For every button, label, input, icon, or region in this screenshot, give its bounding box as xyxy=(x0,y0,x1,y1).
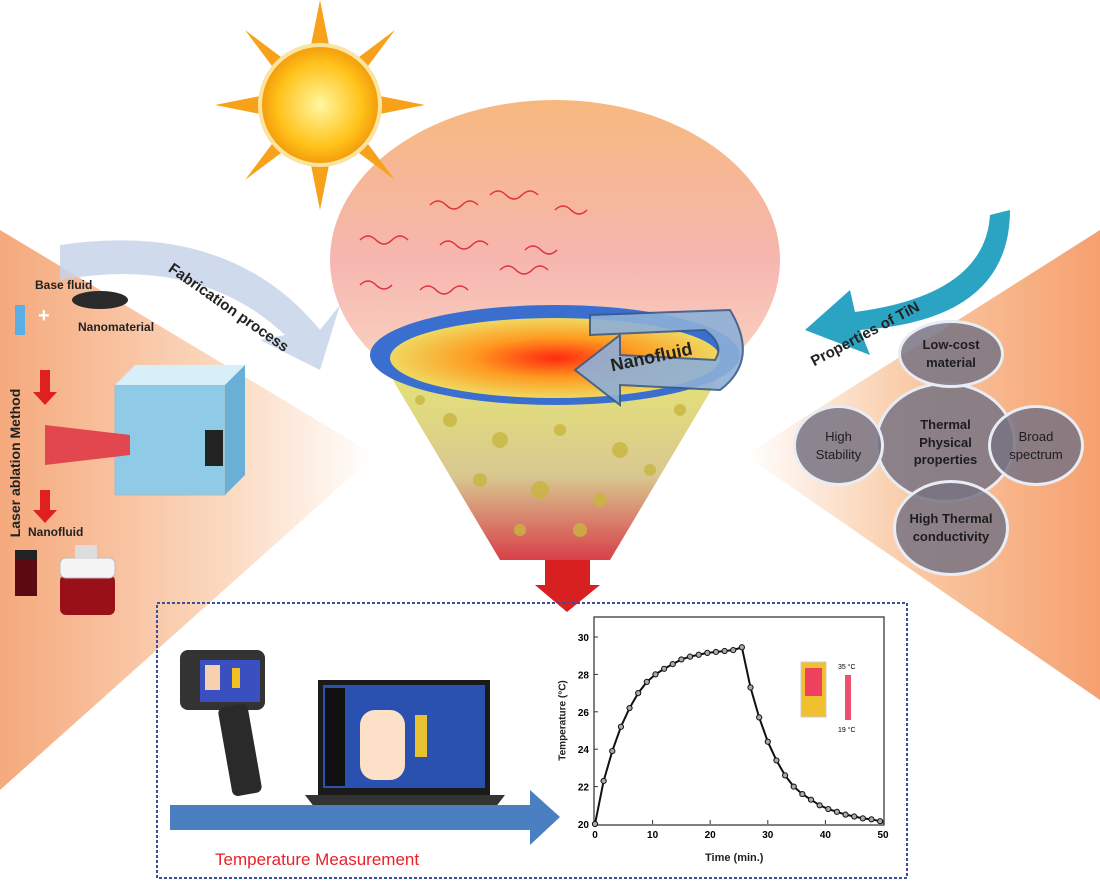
laser-ablation-label: Laser ablation Method xyxy=(7,388,23,538)
data-point xyxy=(790,783,797,790)
data-point xyxy=(704,649,711,656)
chart: 0 10 20 30 40 50 20 22 24 26 28 30 xyxy=(578,616,889,841)
data-point xyxy=(868,816,875,823)
temperature-measurement-label: Temperature Measurement xyxy=(215,850,420,869)
data-point xyxy=(609,747,616,755)
data-point xyxy=(600,777,607,785)
inset-max-label: 35 °C xyxy=(838,664,856,671)
data-point xyxy=(617,723,625,730)
x-tick-label: 30 xyxy=(762,830,774,841)
down-arrow-icon xyxy=(535,560,600,612)
inset-hotspot xyxy=(805,668,822,696)
bubble-high-stability-text: High Stability xyxy=(815,428,862,462)
data-point xyxy=(816,802,823,809)
nanofluid-circular-arrow xyxy=(573,308,744,408)
data-point xyxy=(764,738,771,745)
properties-arrow xyxy=(805,210,1010,355)
bubble-center-text: Thermal Physical properties xyxy=(913,417,978,468)
data-point xyxy=(686,653,694,660)
bubble-thermal-conductivity: High Thermal conductivity xyxy=(893,480,1009,576)
y-tick-label: 26 xyxy=(578,708,590,719)
bubble-high-stability: High Stability xyxy=(793,405,884,486)
x-tick-label: 40 xyxy=(820,830,832,841)
data-point xyxy=(712,648,720,656)
y-tick-label: 30 xyxy=(578,633,590,644)
data-point xyxy=(643,678,650,685)
fabrication-arrow xyxy=(60,240,340,370)
radiation-waves xyxy=(359,190,588,295)
bubble-broad-spectrum: Broad spectrum xyxy=(988,405,1084,486)
data-point xyxy=(781,772,789,779)
chart-ylabel: Temperature (°C) xyxy=(557,680,569,761)
bubble-broad-spectrum-text: Broad spectrum xyxy=(1009,428,1063,462)
data-point xyxy=(591,820,599,828)
data-point xyxy=(756,714,763,721)
data-point xyxy=(851,813,858,820)
data-point xyxy=(678,656,685,663)
data-point xyxy=(635,690,642,697)
plus-sign: + xyxy=(38,305,50,327)
y-tick-label: 22 xyxy=(578,783,590,794)
data-point xyxy=(730,646,737,654)
data-point xyxy=(825,805,832,813)
y-tick-label: 20 xyxy=(578,820,590,831)
bubble-thermal-conductivity-text: High Thermal conductivity xyxy=(909,511,993,544)
data-point xyxy=(747,684,754,691)
inset-min-label: 19 °C xyxy=(838,727,856,734)
x-tick-label: 0 xyxy=(592,830,598,841)
sun-icon xyxy=(215,0,425,210)
chart-xlabel: Time (min.) xyxy=(705,852,764,864)
chart-frame xyxy=(593,616,885,826)
bubble-low-cost: Low-cost material xyxy=(898,320,1004,388)
data-point xyxy=(833,808,841,815)
nanofluid-cone xyxy=(375,350,735,560)
x-tick-label: 50 xyxy=(877,830,889,841)
base-fluid-label: Base fluid xyxy=(35,278,93,292)
nanofluid-label: Nanofluid xyxy=(28,525,84,539)
thermal-camera-and-laptop xyxy=(180,650,505,808)
data-point xyxy=(799,790,806,798)
data-point xyxy=(652,671,659,678)
y-tick-label: 24 xyxy=(578,745,590,756)
bubble-low-cost-text: Low-cost material xyxy=(922,337,980,370)
data-point xyxy=(859,815,866,822)
nanomaterial-label: Nanomaterial xyxy=(78,320,155,334)
y-tick-label: 28 xyxy=(578,670,590,681)
inset-colorbar xyxy=(845,675,851,720)
x-tick-label: 20 xyxy=(705,830,717,841)
data-point xyxy=(626,704,633,712)
laser-ablation-illustration xyxy=(15,291,245,615)
data-point xyxy=(773,757,780,764)
data-point xyxy=(669,661,676,668)
data-point xyxy=(721,647,728,655)
x-tick-label: 10 xyxy=(647,830,659,841)
data-point xyxy=(695,651,702,658)
data-point xyxy=(807,796,815,803)
data-point xyxy=(842,811,849,818)
measurement-arrow xyxy=(170,790,560,845)
data-point xyxy=(738,644,745,651)
left-panel-triangle xyxy=(0,230,375,790)
series-line xyxy=(594,645,881,825)
data-point xyxy=(877,818,884,825)
measurement-box xyxy=(156,602,908,879)
data-point xyxy=(661,665,668,672)
